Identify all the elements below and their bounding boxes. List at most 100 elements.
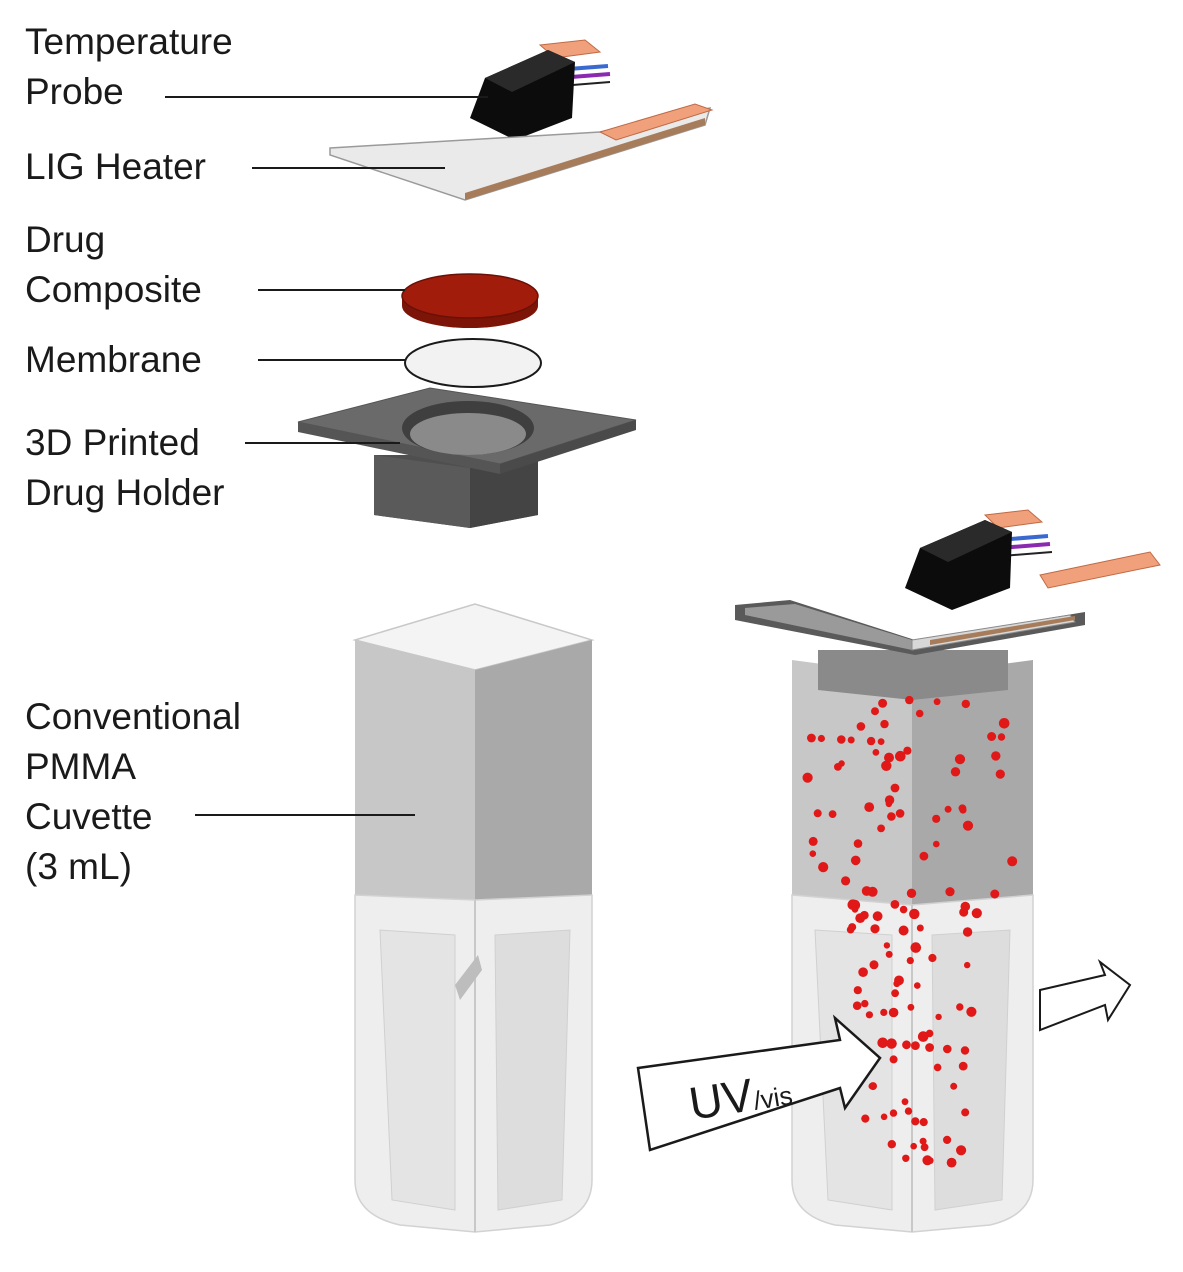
drug-particle xyxy=(954,754,966,765)
drug-particle xyxy=(958,804,967,813)
drug-holder xyxy=(297,387,637,528)
drug-particle xyxy=(950,1082,958,1090)
label-membrane: Membrane xyxy=(25,339,202,380)
drug-particle xyxy=(991,751,1001,761)
drug-particle xyxy=(917,1031,929,1042)
drug-particle xyxy=(933,840,940,848)
drug-particle xyxy=(960,1046,970,1055)
temperature-probe xyxy=(470,39,611,140)
drug-particle xyxy=(914,982,921,989)
drug-particle xyxy=(919,1137,927,1145)
drug-particle xyxy=(869,1082,877,1091)
cuvette-empty xyxy=(352,603,595,1233)
drug-particle xyxy=(998,718,1010,729)
drug-particle xyxy=(887,812,896,821)
drug-particle xyxy=(856,722,866,731)
drug-particle xyxy=(916,924,924,932)
drug-particle xyxy=(883,942,891,949)
drug-particle xyxy=(997,733,1006,741)
drug-particle xyxy=(872,749,880,756)
drug-particle xyxy=(877,824,885,833)
drug-particle xyxy=(904,1107,913,1115)
drug-particle xyxy=(961,1108,970,1117)
drug-particle xyxy=(802,772,813,783)
drug-particle xyxy=(809,850,817,857)
drug-particle xyxy=(971,908,982,919)
drug-particle xyxy=(861,1114,870,1123)
drug-particle xyxy=(887,1140,896,1149)
drug-particle xyxy=(933,698,941,706)
drug-particle xyxy=(919,851,929,861)
drug-particle xyxy=(807,733,816,743)
drug-particle xyxy=(818,862,829,873)
drug-particle xyxy=(987,732,997,741)
drug-particle xyxy=(966,1006,977,1017)
label-cuvette-line2: PMMA xyxy=(25,746,136,787)
drug-particle xyxy=(964,961,971,969)
drug-particle xyxy=(847,899,859,910)
drug-particle xyxy=(860,910,869,920)
label-uv: UV xyxy=(685,1068,757,1130)
label-lig-heater: LIG Heater xyxy=(25,146,206,187)
drug-particle xyxy=(865,1011,874,1019)
drug-particle xyxy=(958,1061,968,1071)
membrane xyxy=(404,338,542,388)
drug-particles xyxy=(802,695,1018,1168)
drug-particle xyxy=(910,942,922,953)
drug-particle xyxy=(889,1055,898,1064)
beam-in-arrow xyxy=(636,1014,882,1152)
drug-particle xyxy=(848,923,857,932)
drug-particle xyxy=(906,888,917,898)
leader-lines xyxy=(165,96,488,816)
drug-particle xyxy=(910,1142,917,1150)
drug-particle xyxy=(877,738,885,745)
drug-particle xyxy=(950,767,961,777)
drug-particle xyxy=(960,901,971,912)
drug-particle xyxy=(899,905,908,914)
drug-particle xyxy=(943,1135,952,1144)
drug-particle xyxy=(1007,856,1018,867)
label-drug-composite-line2: Composite xyxy=(25,269,202,310)
drug-particle xyxy=(888,1007,899,1018)
label-vis: /vis xyxy=(751,1080,795,1116)
drug-particle xyxy=(869,960,879,970)
drug-particle xyxy=(898,925,909,936)
label-temperature-probe-line2: Probe xyxy=(25,71,124,112)
drug-particle xyxy=(880,1113,888,1121)
drug-particle xyxy=(961,699,970,709)
drug-particle xyxy=(866,736,876,746)
drug-particle xyxy=(962,820,974,831)
drug-particle xyxy=(909,908,920,920)
drug-particle xyxy=(933,1063,942,1072)
drug-particle xyxy=(813,809,822,818)
drug-particle xyxy=(867,886,878,897)
drug-particle xyxy=(956,1003,964,1011)
drug-particle xyxy=(905,695,914,705)
drug-particle xyxy=(895,750,906,762)
drug-particle xyxy=(885,800,893,808)
drug-particle xyxy=(861,999,869,1008)
label-cuvette-line4: (3 mL) xyxy=(25,846,132,887)
drug-particle xyxy=(837,735,846,744)
drug-particle xyxy=(911,1041,920,1050)
drug-particle xyxy=(895,809,905,818)
drug-particle xyxy=(808,836,818,846)
drug-particle xyxy=(834,763,842,771)
drug-particle xyxy=(886,1038,897,1049)
drug-particle xyxy=(932,814,941,823)
drug-particle xyxy=(853,839,863,848)
drug-particle xyxy=(890,900,900,909)
drug-particle xyxy=(907,1003,915,1011)
beam-out-arrow xyxy=(1039,959,1132,1032)
drug-particle xyxy=(841,876,851,886)
drug-particle xyxy=(906,957,914,965)
label-drug-holder-line2: Drug Holder xyxy=(25,472,225,513)
drug-particle xyxy=(891,989,899,998)
drug-particle xyxy=(915,709,924,718)
drug-particle xyxy=(943,1044,952,1054)
drug-particle xyxy=(850,855,861,866)
drug-particle xyxy=(926,1157,934,1165)
label-drug-holder-line1: 3D Printed xyxy=(25,422,200,463)
cuvette-assembled xyxy=(735,551,1161,1233)
